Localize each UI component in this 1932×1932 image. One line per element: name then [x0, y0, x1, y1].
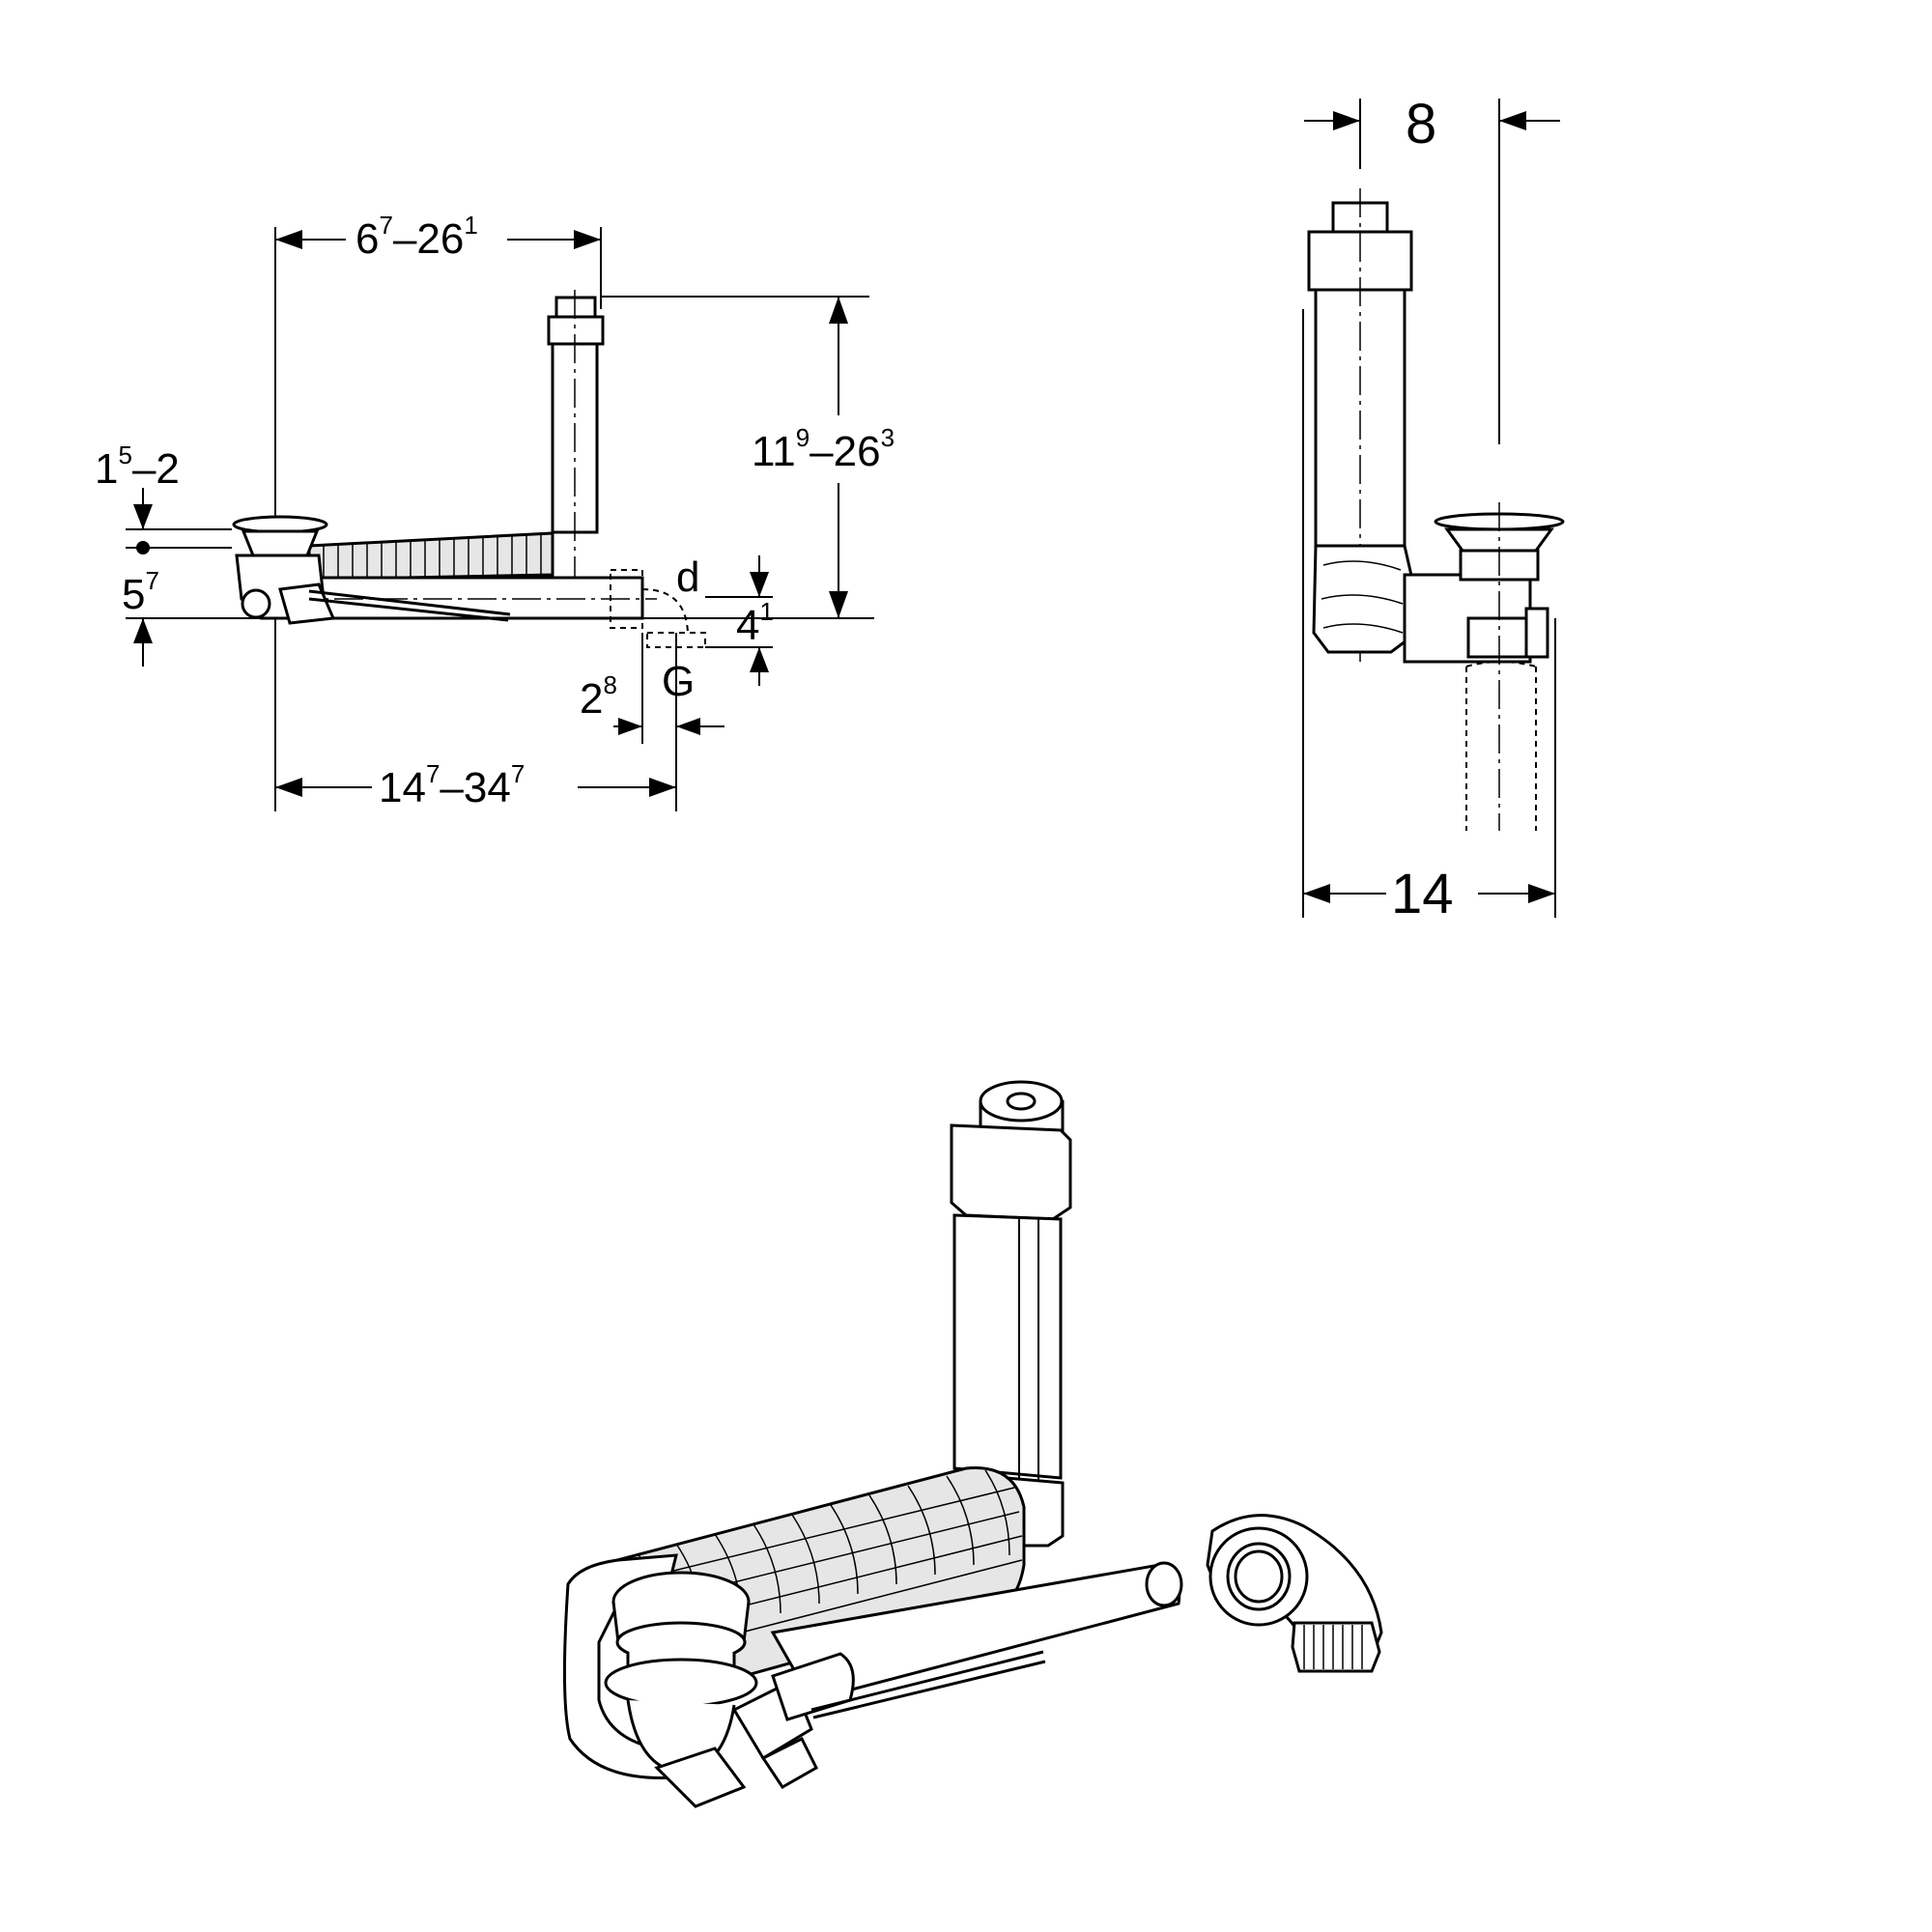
dimension-outlet-width: 28	[580, 670, 724, 735]
drain-assembly-side	[232, 290, 706, 648]
label-G: G	[662, 658, 695, 705]
label-d: d	[676, 554, 699, 601]
dimension-depth: 57	[122, 566, 159, 667]
dimension-end-bottom: 14	[1303, 863, 1555, 925]
svg-text:119–263: 119–263	[752, 423, 895, 475]
svg-text:67–261: 67–261	[355, 211, 478, 263]
end-view: 8 14	[1302, 93, 1565, 925]
svg-text:14: 14	[1391, 863, 1454, 925]
isometric-view	[562, 1080, 1383, 1808]
svg-text:15–2: 15–2	[95, 440, 180, 493]
elbow-fitting	[1206, 1514, 1383, 1673]
dimension-end-top: 8	[1304, 93, 1560, 156]
svg-text:8: 8	[1406, 93, 1436, 156]
side-view: 67–261 119–263 15–2 57	[95, 211, 895, 811]
dimension-vertical-height: 119–263	[752, 297, 895, 618]
svg-text:57: 57	[122, 566, 159, 618]
drain-assembly-end	[1307, 188, 1565, 831]
svg-text:41: 41	[736, 597, 774, 649]
dimension-rim: 15–2	[95, 440, 180, 554]
dimension-bottom-length: 147–347	[275, 759, 676, 811]
dimension-top-width: 67–261	[275, 211, 601, 263]
svg-text:147–347: 147–347	[379, 759, 525, 811]
svg-text:28: 28	[580, 670, 617, 723]
dimension-outlet-height: 41	[736, 555, 774, 686]
